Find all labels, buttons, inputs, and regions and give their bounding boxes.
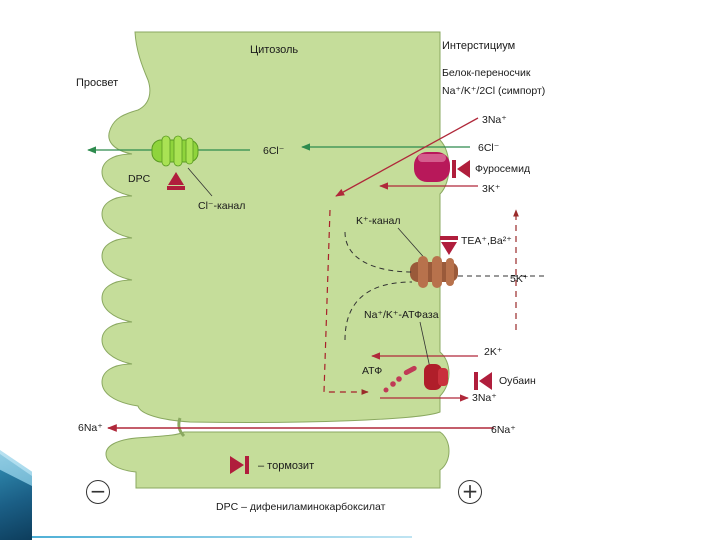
tea-label: TEA⁺,Ba²⁺ xyxy=(461,235,512,247)
atp-chain-icon xyxy=(383,365,417,393)
lumen-label: Просвет xyxy=(76,77,119,89)
k3-label: 3K⁺ xyxy=(482,183,501,195)
k-channel-label: K⁺-канал xyxy=(356,215,401,227)
positive-charge-icon: + xyxy=(458,480,482,504)
cl6-right-label: 6Cl⁻ xyxy=(478,142,500,154)
k-channel-dashed-in xyxy=(344,231,413,273)
k-recycle-dashed xyxy=(323,209,369,395)
neighbor-cell xyxy=(105,431,450,489)
carrier-label: Белок-переносчик xyxy=(442,67,531,79)
atp-label: АТФ xyxy=(362,365,383,377)
k-channel-dashed-out xyxy=(344,281,413,341)
tight-junction xyxy=(177,417,186,438)
na-diagonal-arrow xyxy=(335,117,479,197)
cl-channel-label: Cl⁻-канал xyxy=(198,200,246,212)
legend-inhibitor-icon xyxy=(230,456,249,474)
dpc-legend-label: DPC – дифениламинокарбоксилат xyxy=(216,501,386,513)
atpase-label: Na⁺/K⁺-АТФаза xyxy=(364,309,439,321)
cl-channel-pointer xyxy=(187,167,213,197)
ouabain-label: Оубаин xyxy=(499,375,536,387)
potassium-channel-icon xyxy=(410,256,458,288)
k2-label: 2K⁺ xyxy=(484,346,503,358)
na3-bottom-label: 3Na⁺ xyxy=(472,392,497,404)
negative-charge-icon: − xyxy=(86,480,110,504)
ouabain-inhibitor-icon xyxy=(474,372,492,390)
cl6-mid-label: 6Cl⁻ xyxy=(263,145,285,157)
carrier-type-label: Na⁺/K⁺/2Cl (симпорт) xyxy=(442,85,546,97)
interstitium-label: Интерстициум xyxy=(442,40,516,52)
chloride-channel-icon xyxy=(151,135,199,167)
slide-bottom-rule xyxy=(32,536,412,538)
dpc-inhibitor-icon xyxy=(167,172,185,190)
atpase-pointer xyxy=(419,321,431,369)
symporter-icon xyxy=(414,152,450,182)
inhibitor-legend-label: – тормозит xyxy=(258,460,315,472)
atpase-icon xyxy=(424,364,448,390)
tea-inhibitor-icon xyxy=(440,236,458,255)
na6-right-label: 6Na⁺ xyxy=(491,424,516,436)
dpc-label: DPC xyxy=(128,173,151,185)
epithelial-cell xyxy=(101,31,450,424)
k5-label: 5K⁺ xyxy=(510,273,529,285)
cytosol-label: Цитозоль xyxy=(250,44,299,56)
na6-left-label: 6Na⁺ xyxy=(78,422,103,434)
inhibitor-icon xyxy=(452,160,470,178)
na3-top-label: 3Na⁺ xyxy=(482,114,507,126)
furosemide-label: Фуросемид xyxy=(475,163,531,175)
